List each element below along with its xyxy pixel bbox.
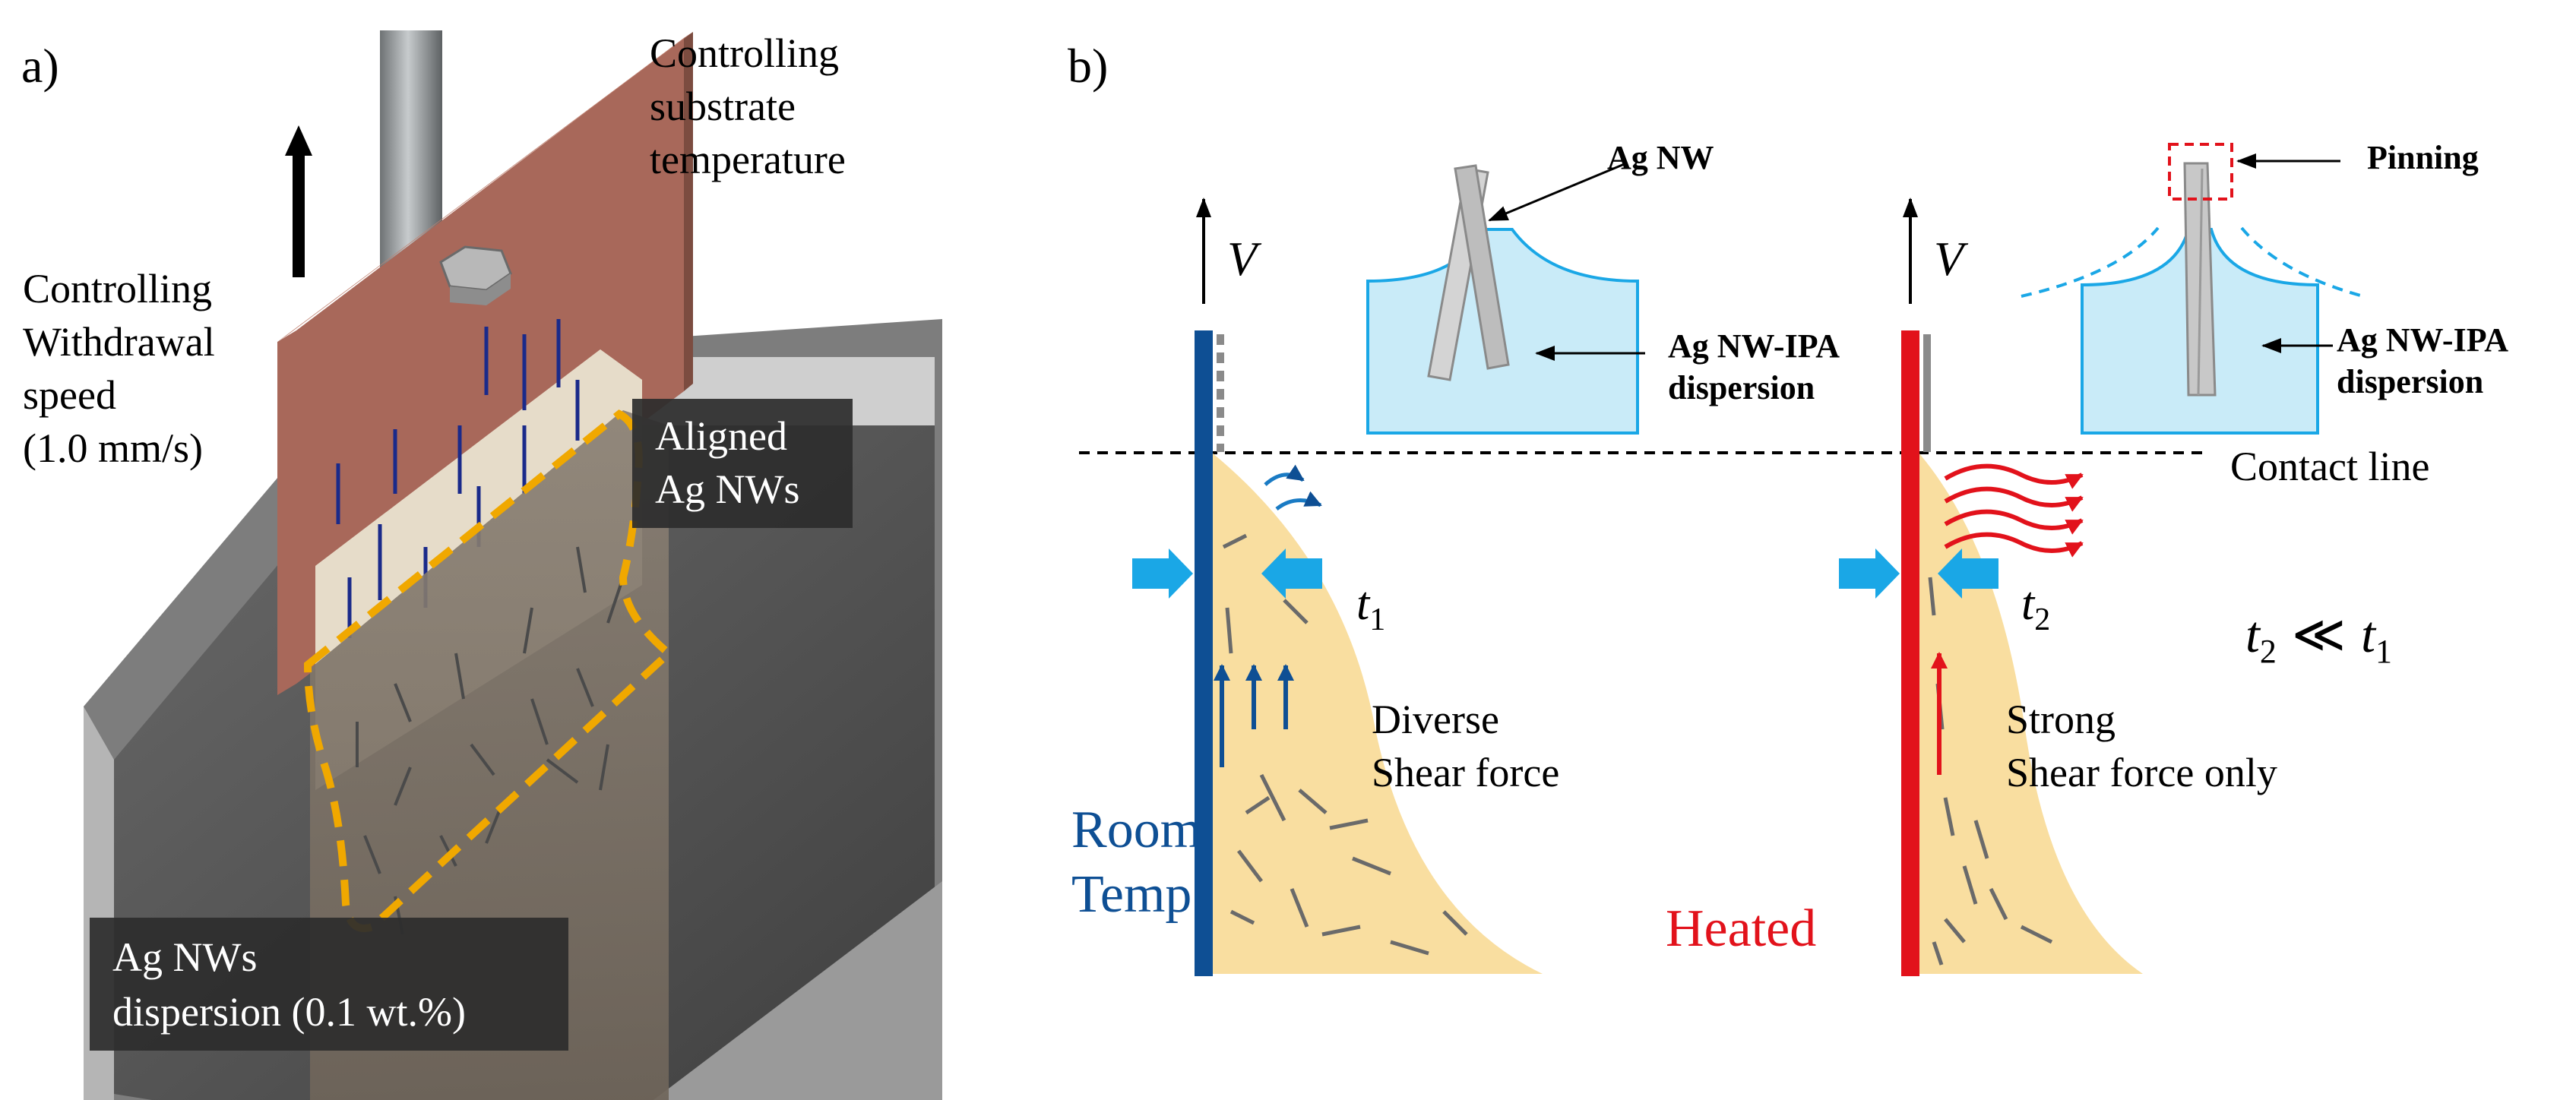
panel-a-label: a)	[21, 39, 59, 93]
meniscus-nanowire	[1225, 607, 1233, 654]
room-thickness-label: t1	[1356, 578, 1385, 637]
dispersed-nanowire	[454, 653, 465, 700]
meniscus-nanowire	[1290, 888, 1309, 928]
meniscus-nanowire	[1442, 910, 1468, 936]
room-force-line-2: Shear force	[1372, 750, 1559, 795]
dispersed-nanowire	[439, 835, 457, 867]
speed-label-line-1: Controlling	[23, 266, 212, 311]
meniscus-nanowire	[1390, 940, 1429, 956]
aligned-label-line-1: Aligned	[655, 413, 787, 459]
aligned-label-line-2: Ag NWs	[655, 466, 799, 512]
room-flow-arrows	[1214, 464, 1322, 767]
dispersed-nanowire	[530, 698, 549, 745]
heated-condition-label: Heated	[1666, 899, 1816, 958]
heated-inset: Pinning Ag NW-IPA dispersion	[2021, 139, 2508, 435]
dispersed-nanowire	[470, 743, 495, 776]
speed-label-line-2: Withdrawal	[23, 319, 215, 365]
meniscus-nanowire	[1989, 887, 2008, 921]
meniscus-nanowire	[2020, 925, 2053, 944]
heated-thickness-label: t2	[2021, 578, 2050, 637]
meniscus-nanowire	[1932, 941, 1944, 966]
pinning-box	[2168, 143, 2233, 201]
speed-label-line-4: (1.0 mm/s)	[23, 425, 203, 471]
room-condition-line-1: Room	[1071, 801, 1201, 859]
aligned-nanowires	[336, 319, 580, 638]
panel-a: a)	[21, 30, 942, 1100]
heated-dispersion-line-2: dispersion	[2337, 363, 2483, 400]
room-substrate	[1195, 330, 1213, 976]
dispersed-nanowire	[394, 767, 412, 806]
temperature-label: Controlling substrate temperature	[650, 30, 846, 182]
room-nw-label: Ag NW	[1607, 139, 1714, 176]
dispersion-label-box: Ag NWs dispersion (0.1 wt.%)	[90, 918, 568, 1051]
room-dispersion-line-2: dispersion	[1668, 369, 1815, 406]
temp-label-line-3: temperature	[650, 137, 846, 182]
meniscus-nanowire	[1237, 849, 1263, 883]
room-velocity-symbol: V	[1227, 232, 1262, 286]
meniscus-nanowire	[1321, 925, 1361, 937]
temp-label-line-1: Controlling	[650, 30, 839, 76]
aligned-region-outline	[303, 409, 675, 932]
dispersed-nanowire	[394, 683, 412, 722]
heated-force-line-2: Shear force only	[2006, 750, 2277, 795]
room-condition-line-2: Temp.	[1071, 865, 1205, 924]
room-meniscus-nanowires	[1222, 533, 1468, 956]
meniscus-nanowire	[1298, 789, 1328, 814]
pinning-label: Pinning	[2367, 139, 2479, 176]
meniscus-nanowire	[1329, 818, 1369, 830]
contact-line-label: Contact line	[2230, 444, 2429, 489]
dispersed-nanowire	[546, 758, 579, 784]
heated-thickness-arrow-right	[1938, 548, 1998, 599]
room-temp-case: V t1 Diverse Shear force Room Temp.	[1071, 139, 1840, 976]
heated-thickness-arrow-left	[1839, 548, 1900, 599]
meniscus-nanowire	[1222, 533, 1248, 549]
hex-bolt	[439, 245, 512, 305]
dispersed-nanowire	[363, 835, 381, 874]
dispersion-label-line-2: dispersion (0.1 wt.%)	[112, 989, 466, 1035]
room-force-line-1: Diverse	[1372, 697, 1499, 742]
meniscus-nanowire	[1944, 918, 1966, 944]
speed-label: Controlling Withdrawal speed (1.0 mm/s)	[23, 266, 215, 471]
heated-substrate	[1901, 330, 1919, 976]
dispersed-nanowire	[599, 744, 609, 791]
room-inset-nw-2	[1454, 164, 1510, 370]
meniscus-nanowire	[1928, 577, 1936, 616]
meniscus-nanowire	[1283, 599, 1309, 624]
meniscus-nanowire	[1973, 820, 1989, 859]
dispersed-nanowire	[523, 607, 533, 654]
dispersed-nanowire	[576, 668, 594, 707]
speed-label-line-3: speed	[23, 372, 116, 418]
panel-b: b) Contact line V t1 Diverse	[1068, 39, 2508, 976]
heated-dispersion-line-1: Ag NW-IPA	[2337, 321, 2508, 359]
meniscus-nanowire	[1245, 795, 1271, 815]
heated-velocity-symbol: V	[1934, 232, 1969, 286]
heated-case: V t2 Strong Shear force only Heated	[1666, 139, 2508, 976]
evaporation-arrows	[1944, 463, 2084, 558]
room-thickness-arrow-left	[1132, 548, 1193, 599]
dispersed-nanowire	[576, 546, 587, 593]
thickness-relation: t2≪t1	[2245, 605, 2392, 670]
meniscus-nanowire	[1943, 797, 1955, 836]
room-thickness-arrow-right	[1261, 548, 1322, 599]
meniscus-nanowire	[1259, 773, 1286, 822]
heated-force-line-1: Strong	[2006, 697, 2116, 742]
room-dispersion-line-1: Ag NW-IPA	[1668, 327, 1840, 365]
meniscus-nanowire	[1229, 909, 1255, 925]
dispersion-label-line-1: Ag NWs	[112, 934, 257, 980]
aligned-label-box: Aligned Ag NWs	[632, 399, 853, 528]
temp-label-line-2: substrate	[650, 84, 796, 129]
room-inset: Ag NW Ag NW-IPA dispersion	[1366, 139, 1840, 435]
meniscus-nanowire	[1352, 856, 1391, 876]
meniscus-nanowire	[1962, 865, 1978, 905]
panel-b-label: b)	[1068, 39, 1108, 93]
